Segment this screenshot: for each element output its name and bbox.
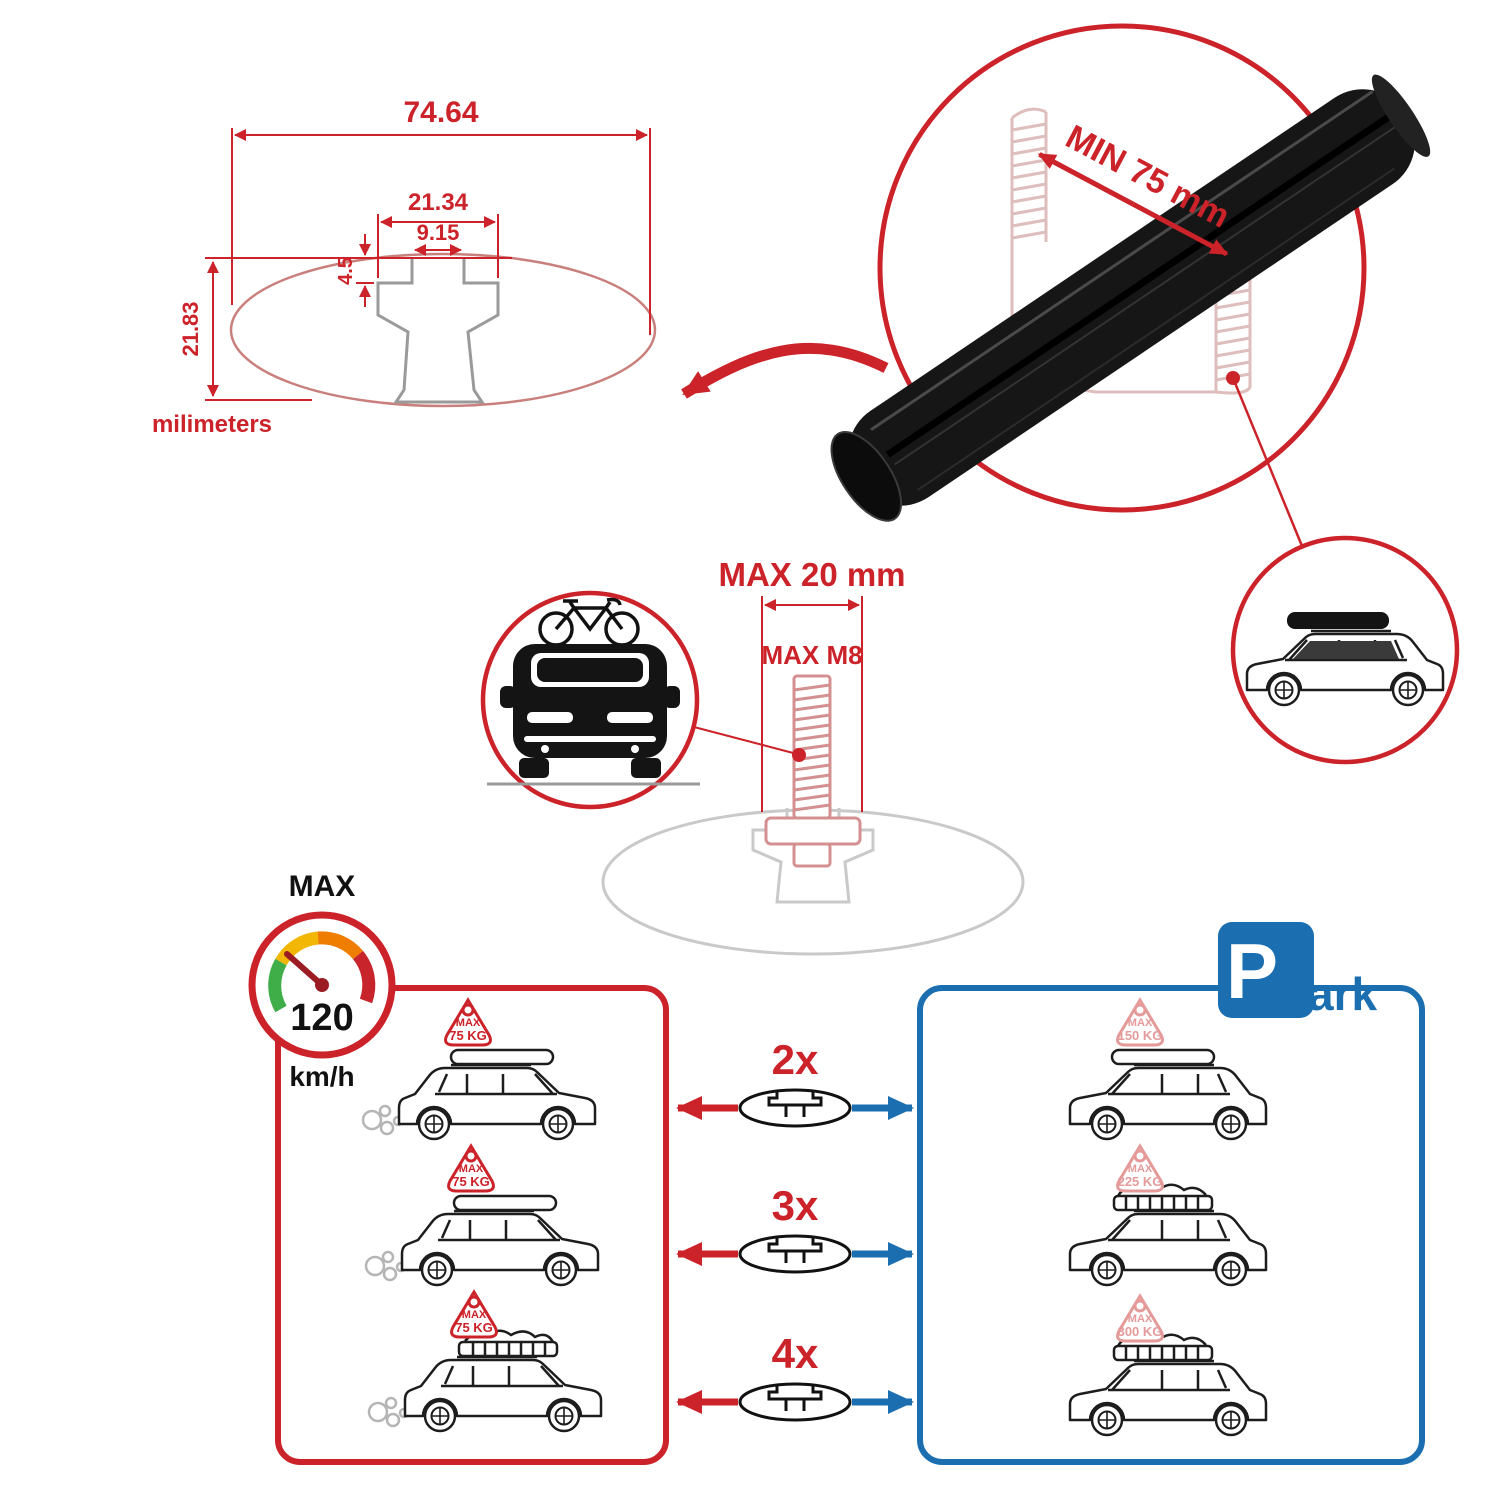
qty-label-4x: 4x — [772, 1330, 819, 1377]
tag-max-label: MAX — [456, 1017, 481, 1029]
tag-value: 75 KG — [449, 1028, 487, 1043]
qty-label-3x: 3x — [772, 1182, 819, 1229]
bolt-thread-label: MAX M8 — [761, 640, 862, 670]
tag-value: 150 KG — [1118, 1028, 1163, 1043]
load-tag-park-2: MAX 225 KG — [1116, 1144, 1164, 1193]
ghost-t-slot-profile — [751, 808, 875, 904]
gauge-needle-hub — [315, 978, 329, 992]
quantity-column: 2x 3x 4x — [676, 1036, 914, 1422]
tag-max-label: MAX — [1128, 1163, 1153, 1175]
dim-slot-width: 9.15 — [417, 220, 460, 245]
speed-limit-gauge: MAX 120 km/h — [248, 870, 396, 1092]
suv-roofbox-circle — [1230, 535, 1460, 765]
tag-max-label: MAX — [1128, 1017, 1153, 1029]
units-label: milimeters — [152, 411, 272, 438]
car-front-circle — [480, 590, 700, 810]
load-tag-park-3: MAX 300 KG — [1116, 1294, 1164, 1343]
qty-label-2x: 2x — [772, 1036, 819, 1083]
park-sign-square — [1218, 922, 1314, 1018]
park-sign-letter: P — [1226, 927, 1278, 1015]
connector-line — [1231, 377, 1304, 547]
car-front-icon — [500, 644, 680, 778]
crossbar-render — [830, 74, 1431, 522]
t-slot-profile — [376, 258, 500, 404]
t-bolt-icon — [764, 674, 862, 868]
gauge-value: 120 — [290, 997, 353, 1039]
suv-roofbox-icon — [1247, 612, 1443, 705]
load-tag-drive-2: MAX 75 KG — [447, 1144, 495, 1193]
bolt-point-dot — [792, 748, 806, 762]
tag-value: 75 KG — [455, 1320, 493, 1335]
parking-panel: MAX 150 KG MAX 225 KG MAX 300 KG — [1070, 998, 1266, 1435]
crossbar-profile-icon — [738, 1234, 852, 1274]
load-tag-drive-3: MAX 75 KG — [450, 1290, 498, 1339]
bar-cross-section-outline — [229, 252, 657, 408]
load-tag-drive-1: MAX 75 KG — [444, 998, 492, 1047]
tag-value: 225 KG — [1118, 1174, 1163, 1189]
bolt-max-width-label: MAX 20 mm — [718, 556, 905, 593]
tag-max-label: MAX — [459, 1163, 484, 1175]
park-sign-suffix: ark — [1308, 968, 1377, 1020]
dim-channel-width: 21.34 — [408, 189, 469, 216]
park-sign: P ark — [1218, 922, 1377, 1020]
gauge-needle — [284, 951, 325, 988]
attachment-point-dot — [1226, 371, 1240, 385]
gauge-max-label: MAX — [289, 870, 356, 903]
tag-max-label: MAX — [1128, 1313, 1153, 1325]
tag-value: 300 KG — [1118, 1324, 1163, 1339]
crossbar-profile-icon — [738, 1382, 852, 1422]
tag-max-label: MAX — [462, 1309, 487, 1321]
tag-value: 75 KG — [452, 1174, 490, 1189]
connector-line — [693, 726, 798, 755]
dim-step-depth: 4.5 — [335, 257, 357, 285]
load-tag-park-1: MAX 150 KG — [1116, 998, 1164, 1047]
dim-total-height: 21.83 — [178, 301, 203, 356]
gauge-units: km/h — [289, 1061, 354, 1092]
pointer-arrow — [681, 342, 889, 399]
driving-panel: MAX 75 KG MAX 75 KG MAX 75 KG — [361, 998, 601, 1431]
bolt-diagram: MAX 20 mm MAX M8 — [601, 556, 1025, 956]
dim-total-width: 74.64 — [403, 96, 478, 129]
dimension-diagram: 74.64 21.34 9.15 4.5 21.83 milimeters — [152, 96, 889, 438]
gauge-arc — [268, 931, 376, 1013]
crossbar-profile-icon — [738, 1088, 852, 1128]
bar-detail-circle: MIN 75 mm — [830, 23, 1431, 547]
